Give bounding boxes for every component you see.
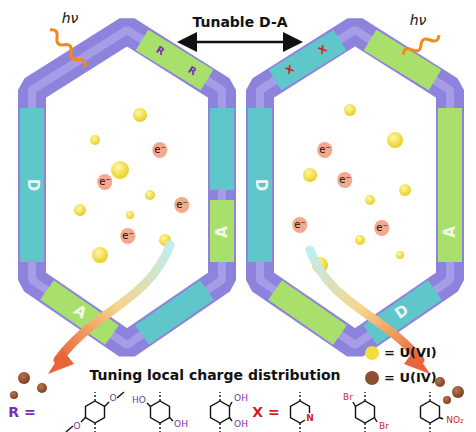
electron: e⁻	[120, 228, 135, 244]
atom-label: HO	[132, 396, 146, 405]
group-label: X =	[252, 405, 279, 419]
atom-label: Br	[343, 393, 353, 402]
legend-text: = U(IV)	[384, 371, 437, 384]
legend-swatch	[365, 346, 379, 360]
electron: e⁻	[97, 174, 112, 190]
donor-mark: D	[253, 179, 268, 191]
cof-pore-right	[260, 30, 450, 345]
atom-label: OH	[234, 420, 248, 429]
atom-label: O	[109, 394, 116, 403]
legend-swatch	[365, 371, 379, 385]
donor-mark: D	[25, 179, 40, 191]
atom-label: OH	[234, 394, 248, 403]
atom-label: O	[73, 422, 80, 431]
electron: e⁻	[337, 172, 352, 188]
group-label: R =	[8, 405, 35, 419]
arrow-label: Tunable D-A	[192, 15, 287, 29]
light-symbol: hν	[62, 11, 79, 25]
electron: e⁻	[152, 142, 167, 158]
electron: e⁻	[292, 217, 307, 233]
atom-label: Br	[379, 422, 389, 431]
atom-label: NO₂	[446, 416, 463, 425]
electron: e⁻	[174, 197, 189, 213]
acceptor-mark: A	[215, 226, 230, 238]
subtitle: Tuning local charge distribution	[89, 368, 340, 382]
atom-label: OH	[174, 420, 188, 429]
electron: e⁻	[317, 142, 332, 158]
light-symbol: hν	[410, 13, 427, 27]
atom-label: N	[306, 414, 314, 423]
legend-text: = U(VI)	[384, 346, 437, 359]
electron: e⁻	[374, 220, 389, 236]
acceptor-mark: A	[443, 226, 458, 238]
